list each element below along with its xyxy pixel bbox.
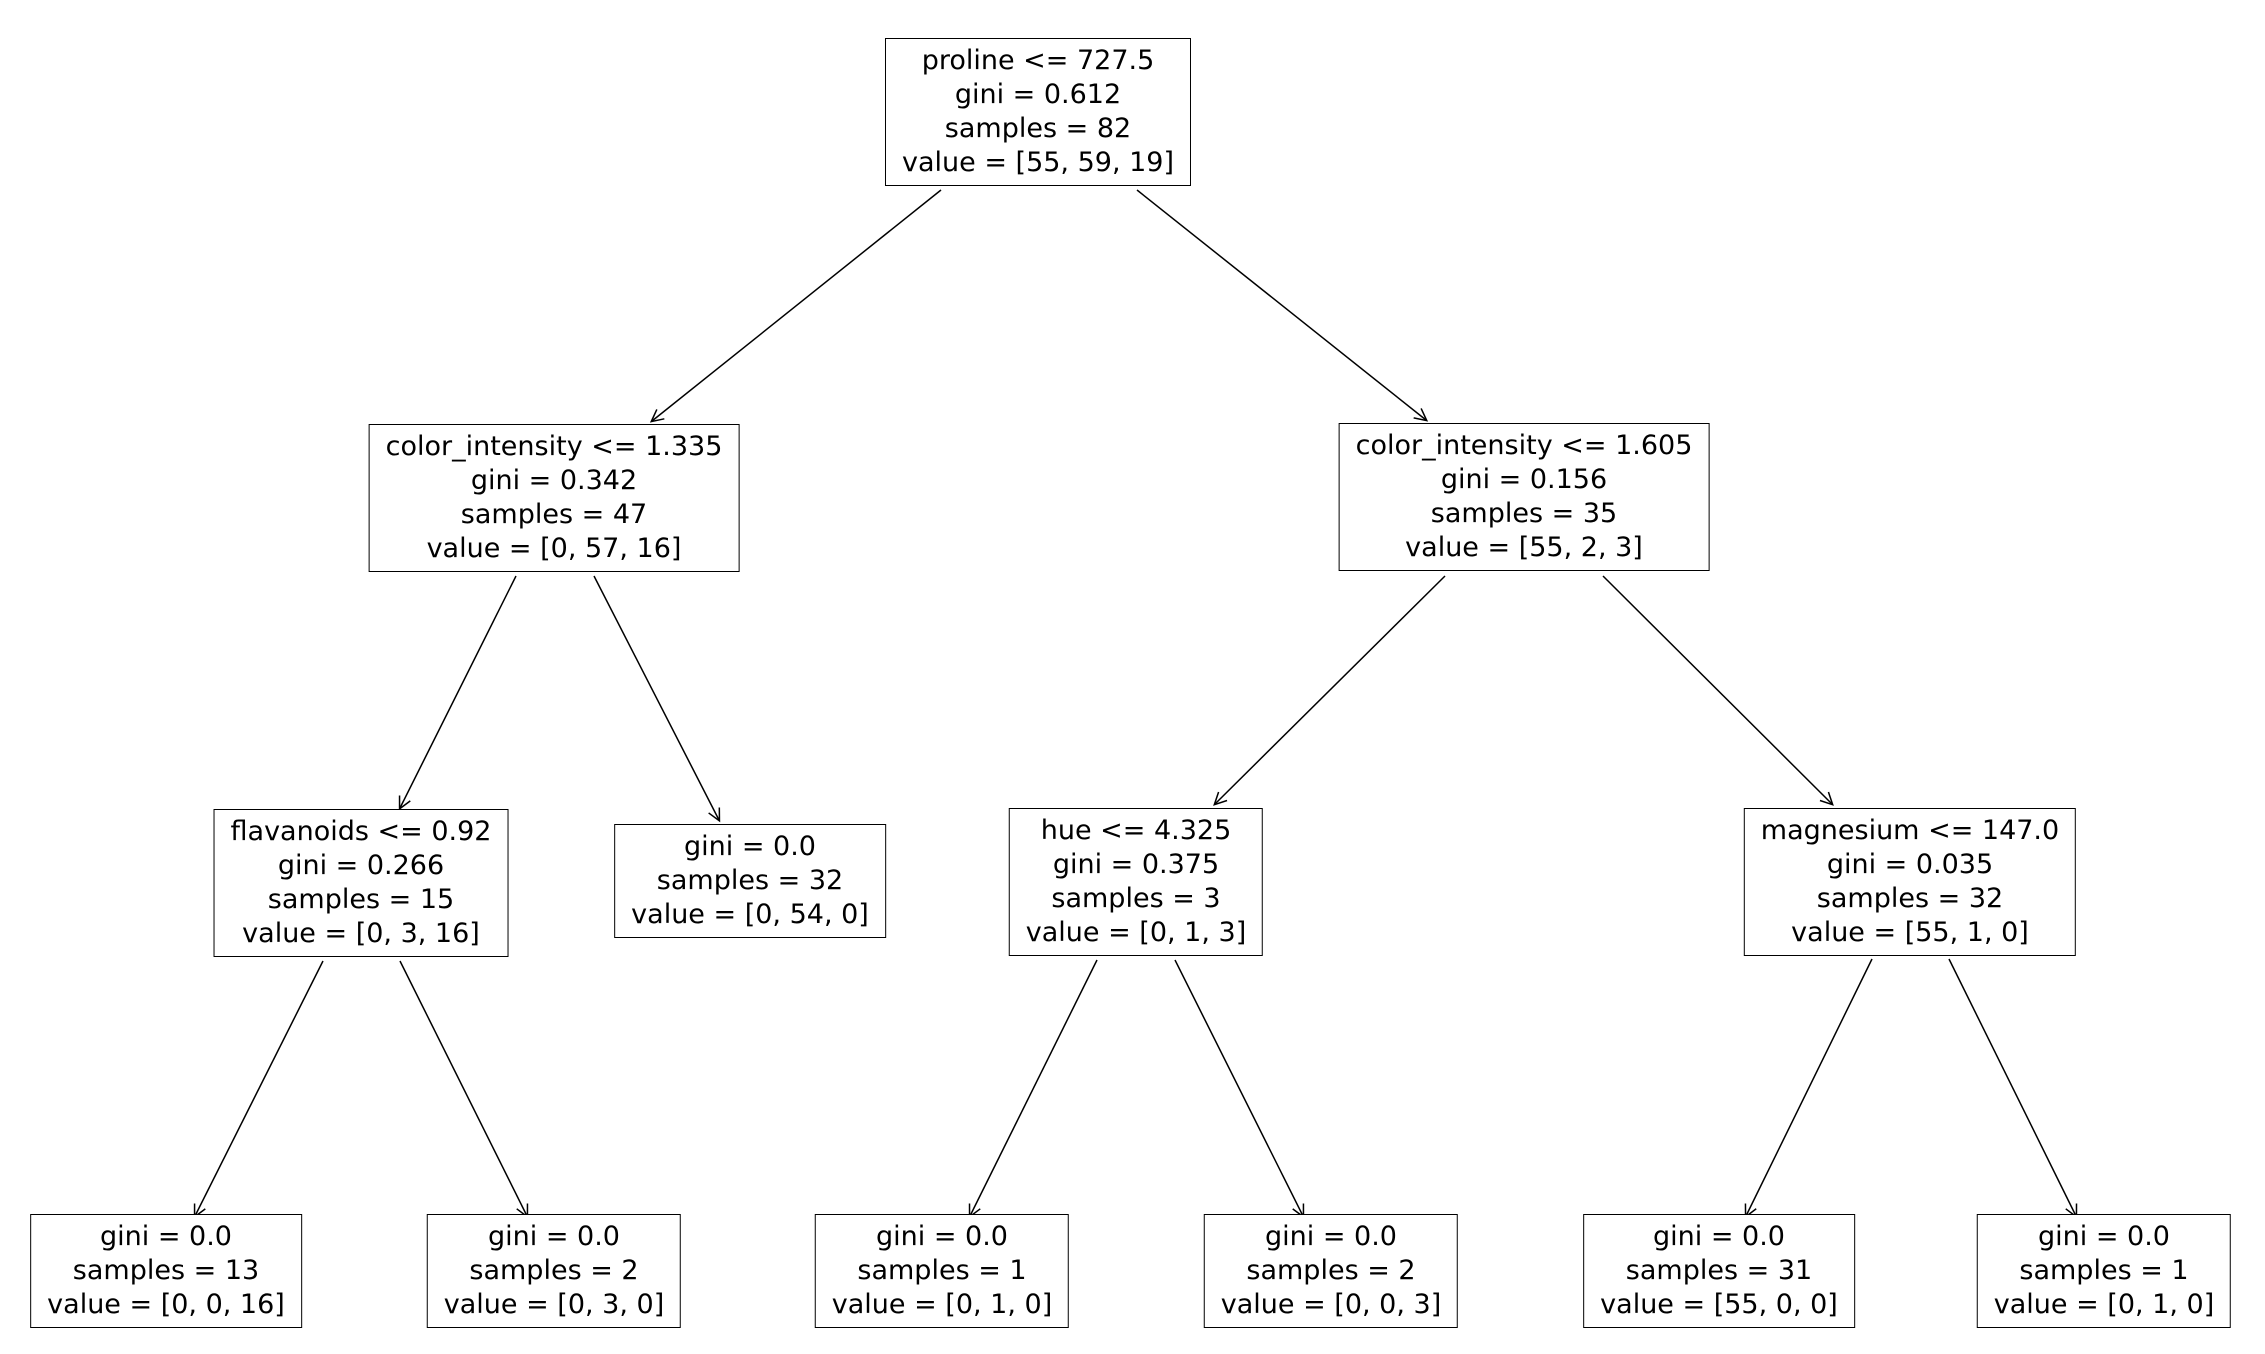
tree-node-root: proline <= 727.5 gini = 0.612 samples = … [884, 38, 1192, 186]
node-samples: samples = 2 [469, 1255, 639, 1286]
node-samples: samples = 3 [1051, 883, 1221, 914]
tree-node-magnesium: magnesium <= 147.0 gini = 0.035 samples … [1743, 808, 2077, 956]
tree-node-hue: hue <= 4.325 gini = 0.375 samples = 3 va… [1008, 808, 1264, 956]
node-gini: gini = 0.0 [684, 831, 816, 862]
node-value: value = [0, 0, 16] [47, 1289, 285, 1320]
node-samples: samples = 35 [1430, 498, 1618, 529]
node-value: value = [0, 1, 0] [831, 1289, 1053, 1320]
node-value: value = [0, 1, 3] [1025, 917, 1247, 948]
edge-node-rr-to-leaf-rrr [1948, 958, 2078, 1219]
node-gini: gini = 0.0 [1653, 1221, 1785, 1252]
node-gini: gini = 0.156 [1440, 464, 1608, 495]
edge-node-l-to-node-ll [398, 575, 517, 811]
node-value: value = [55, 0, 0] [1600, 1289, 1838, 1320]
node-condition: magnesium <= 147.0 [1760, 815, 2060, 846]
node-value: value = [0, 0, 3] [1220, 1289, 1442, 1320]
node-value: value = [55, 59, 19] [901, 147, 1175, 178]
tree-leaf: gini = 0.0 samples = 32 value = [0, 54, … [614, 824, 886, 938]
node-value: value = [55, 1, 0] [1791, 917, 2029, 948]
tree-leaf: gini = 0.0 samples = 1 value = [0, 1, 0] [814, 1214, 1070, 1328]
node-gini: gini = 0.342 [470, 465, 638, 496]
node-value: value = [0, 3, 0] [443, 1289, 665, 1320]
node-value: value = [0, 3, 16] [242, 918, 480, 949]
edge-node-rl-to-leaf-rll [968, 959, 1098, 1219]
node-gini: gini = 0.0 [2038, 1221, 2170, 1252]
node-samples: samples = 32 [1816, 883, 2004, 914]
tree-leaf: gini = 0.0 samples = 31 value = [55, 0, … [1583, 1214, 1855, 1328]
node-value: value = [0, 57, 16] [426, 533, 682, 564]
node-value: value = [55, 2, 3] [1405, 532, 1643, 563]
node-gini: gini = 0.266 [277, 850, 445, 881]
edge-node-rl-to-leaf-rlr [1174, 959, 1305, 1219]
tree-node-flavanoids: flavanoids <= 0.92 gini = 0.266 samples … [213, 809, 509, 957]
tree-leaf: gini = 0.0 samples = 2 value = [0, 0, 3] [1203, 1214, 1459, 1328]
edge-root-to-node-r [1136, 189, 1429, 422]
node-gini: gini = 0.0 [1265, 1221, 1397, 1252]
tree-leaf: gini = 0.0 samples = 1 value = [0, 1, 0] [1976, 1214, 2232, 1328]
node-condition: proline <= 727.5 [921, 45, 1155, 76]
node-gini: gini = 0.0 [876, 1221, 1008, 1252]
node-gini: gini = 0.035 [1826, 849, 1994, 880]
edge-node-ll-to-leaf-llr [399, 960, 529, 1219]
node-samples: samples = 1 [857, 1255, 1027, 1286]
edge-node-r-to-node-rl [1213, 575, 1446, 806]
node-condition: hue <= 4.325 [1040, 815, 1232, 846]
node-samples: samples = 13 [72, 1255, 260, 1286]
node-samples: samples = 31 [1625, 1255, 1813, 1286]
node-samples: samples = 15 [267, 884, 455, 915]
node-samples: samples = 1 [2019, 1255, 2189, 1286]
node-condition: color_intensity <= 1.335 [385, 431, 723, 462]
edge-node-r-to-node-rr [1602, 575, 1834, 806]
node-value: value = [0, 1, 0] [1993, 1289, 2215, 1320]
node-gini: gini = 0.375 [1052, 849, 1220, 880]
node-samples: samples = 2 [1246, 1255, 1416, 1286]
tree-node-right: color_intensity <= 1.605 gini = 0.156 sa… [1338, 423, 1710, 571]
tree-node-left: color_intensity <= 1.335 gini = 0.342 sa… [368, 424, 740, 572]
edge-node-l-to-leaf-lr [593, 575, 721, 823]
tree-leaf: gini = 0.0 samples = 2 value = [0, 3, 0] [426, 1214, 682, 1328]
node-gini: gini = 0.0 [100, 1221, 232, 1252]
node-gini: gini = 0.0 [488, 1221, 620, 1252]
node-condition: flavanoids <= 0.92 [230, 816, 492, 847]
node-samples: samples = 32 [656, 865, 844, 896]
node-samples: samples = 82 [944, 113, 1132, 144]
edge-root-to-node-l [649, 189, 942, 423]
node-value: value = [0, 54, 0] [631, 899, 869, 930]
node-gini: gini = 0.612 [954, 79, 1122, 110]
edge-node-ll-to-leaf-lll [193, 960, 324, 1219]
edge-node-rr-to-leaf-rrl [1744, 958, 1873, 1219]
tree-leaf: gini = 0.0 samples = 13 value = [0, 0, 1… [30, 1214, 302, 1328]
node-condition: color_intensity <= 1.605 [1355, 430, 1693, 461]
node-samples: samples = 47 [460, 499, 648, 530]
